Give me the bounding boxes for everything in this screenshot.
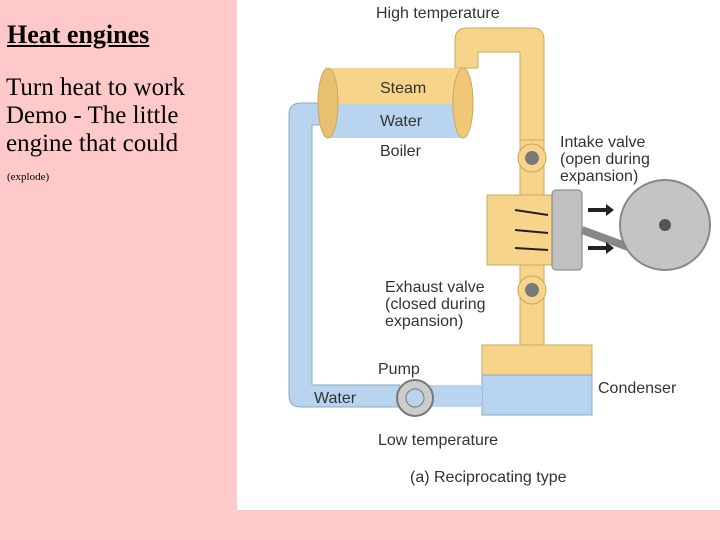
- label-pump: Pump: [378, 361, 420, 378]
- explode-note: (explode): [7, 171, 50, 183]
- label-high-temperature: High temperature: [376, 5, 500, 22]
- body-line-1: Turn heat to work: [6, 74, 185, 101]
- label-intake-expansion: expansion): [560, 168, 638, 185]
- diagram-caption: (a) Reciprocating type: [410, 469, 567, 486]
- condenser: [400, 344, 593, 416]
- label-exhaust-expansion: expansion): [385, 313, 463, 330]
- label-low-temperature: Low temperature: [378, 432, 498, 449]
- label-exhaust-valve: Exhaust valve: [385, 279, 485, 296]
- slide-title: Heat engines: [7, 20, 150, 49]
- label-boiler: Boiler: [380, 143, 422, 160]
- label-water-boiler: Water: [380, 113, 423, 130]
- label-intake-open: (open during: [560, 151, 650, 168]
- label-water-return: Water: [314, 390, 357, 407]
- boiler: [317, 67, 474, 139]
- label-intake-valve: Intake valve: [560, 134, 645, 151]
- label-steam: Steam: [380, 80, 426, 97]
- body-line-2: Demo - The little: [6, 102, 179, 129]
- label-exhaust-closed: (closed during: [385, 296, 486, 313]
- body-line-3: engine that could: [6, 130, 179, 157]
- piston: [551, 189, 583, 271]
- label-condenser: Condenser: [598, 380, 677, 397]
- slide-body: Turn heat to work Demo - The little engi…: [6, 74, 231, 158]
